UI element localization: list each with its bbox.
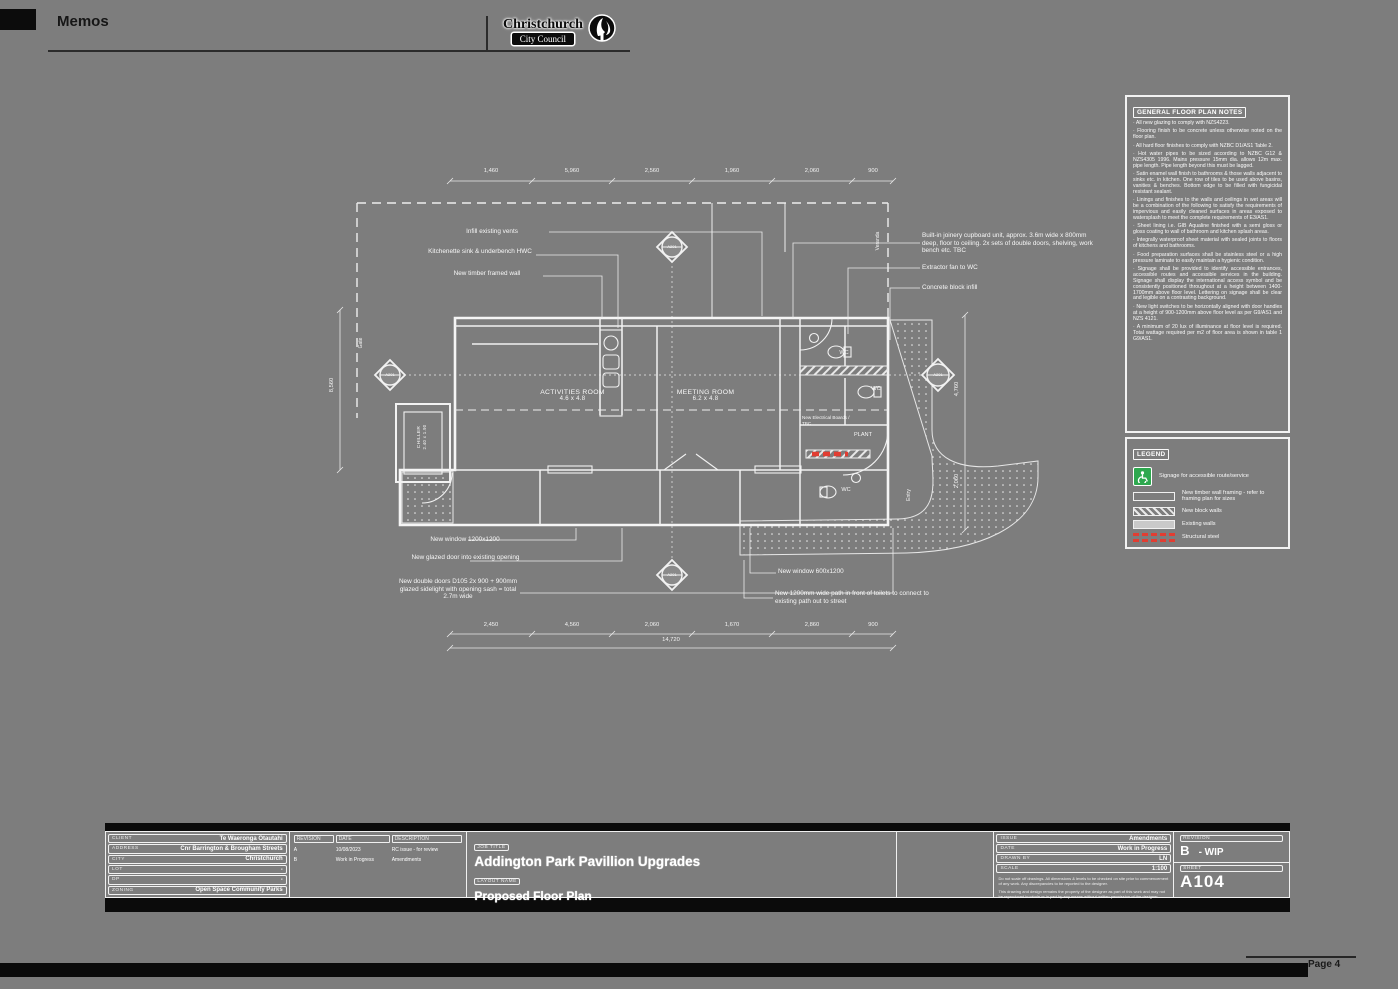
accessible-icon xyxy=(1133,467,1152,486)
title-block-content: CLIENT Te Waeronga Otautahi ADDRESS Cnr … xyxy=(105,831,1290,903)
note-item: Sheet lining i.e. GIB Aqualine finished … xyxy=(1133,223,1282,236)
issue-info-column: ISSUE Amendments DATE Work in Progress D… xyxy=(994,832,1175,899)
field-zoning: ZONING Open Space Community Parks xyxy=(108,885,287,895)
revision-table-header: REVISION DATE DESCRIPTION xyxy=(293,835,463,843)
note-item: All new glazing to comply with NZS4223. xyxy=(1133,120,1282,127)
legend-label: New block walls xyxy=(1182,508,1222,515)
existing-wall-swatch xyxy=(1133,519,1175,529)
canopy-dashed-outline xyxy=(356,202,889,418)
notes-title: GENERAL FLOOR PLAN NOTES xyxy=(1133,107,1247,118)
header-divider xyxy=(486,16,488,52)
footer-black-bar xyxy=(0,963,1308,977)
field-dp: DP - xyxy=(108,875,287,885)
field-drawn-by: DRAWN BY LN xyxy=(996,854,1172,863)
dimension-lines xyxy=(336,177,969,652)
ccc-logo: Christchurch City Council xyxy=(503,12,617,49)
revision-value: B - WIP xyxy=(1180,843,1224,858)
field-scale: SCALE 1:100 xyxy=(996,864,1172,873)
note-item: All hard floor finishes to comply with N… xyxy=(1133,143,1282,150)
note-item: A minimum of 20 lux of illuminance at fl… xyxy=(1133,324,1282,343)
note-item: Flooring finish to be concrete unless ot… xyxy=(1133,128,1282,141)
field-client: CLIENT Te Waeronga Otautahi xyxy=(108,834,287,844)
legend-label: Structural steel xyxy=(1182,534,1220,541)
job-title-column: JOB TITLE Addington Park Pavillion Upgra… xyxy=(467,832,897,903)
ccc-logo-line1: Christchurch xyxy=(503,16,583,32)
field-lot: LOT - xyxy=(108,864,287,875)
title-block: CLIENT Te Waeronga Otautahi ADDRESS Cnr … xyxy=(105,823,1290,913)
field-city: CITY Christchurch xyxy=(108,854,287,864)
block-wall-hatch-upper xyxy=(799,365,889,376)
note-item: Signage shall be provided to identify ac… xyxy=(1133,266,1282,303)
section-marker-left xyxy=(373,358,407,392)
field-date: DATE Work in Progress xyxy=(996,844,1172,853)
stippled-path xyxy=(401,319,1039,556)
section-marker-right xyxy=(920,357,956,393)
section-marker-bottom xyxy=(655,558,689,592)
canopy-posts xyxy=(711,203,786,318)
memo-title: Memos xyxy=(57,13,109,30)
disclaimer-1: Do not scale off drawings. All dimension… xyxy=(998,876,1169,886)
note-item: New light switches to be horizontally al… xyxy=(1133,304,1282,323)
revision-label: REVISION xyxy=(1180,835,1283,842)
title-block-top-bar xyxy=(105,823,1290,831)
note-item: Satin enamel wall finish to bathrooms & … xyxy=(1133,171,1282,196)
block-wall-swatch xyxy=(1133,506,1175,516)
legend-item-accessible: Signage for accessible route/service xyxy=(1133,467,1282,486)
legend-label: Existing walls xyxy=(1182,521,1216,528)
job-title: Addington Park Pavillion Upgrades xyxy=(474,854,701,869)
title-block-spacer-cell xyxy=(897,832,995,897)
legend-panel: LEGEND Signage for accessible route/serv… xyxy=(1125,437,1290,549)
fixtures xyxy=(395,317,889,504)
page-number: Page 4 xyxy=(1308,959,1341,970)
project-info-column: CLIENT Te Waeronga Otautahi ADDRESS Cnr … xyxy=(106,832,290,897)
leader-lines xyxy=(468,231,920,599)
field-address: ADDRESS Cnr Barrington & Brougham Street… xyxy=(108,844,287,854)
general-floor-plan-notes-panel: GENERAL FLOOR PLAN NOTES All new glazing… xyxy=(1125,95,1290,433)
revision-row: A 10/08/2023 RC issue - for review xyxy=(293,847,439,853)
field-issue: ISSUE Amendments xyxy=(996,834,1172,843)
revision-table: REVISION DATE DESCRIPTION A 10/08/2023 R… xyxy=(290,832,468,897)
disclaimer-2: This drawing and design remains the prop… xyxy=(998,889,1166,899)
title-block-bottom-bar xyxy=(105,898,1290,912)
revision-row: B Work in Progress Amendments xyxy=(293,857,422,863)
building-outer-walls xyxy=(398,316,890,527)
footer-rule xyxy=(1246,956,1356,958)
section-marker-top xyxy=(655,230,689,264)
timber-wall-swatch xyxy=(1133,491,1175,501)
note-item: Food preparation surfaces shall be stain… xyxy=(1133,252,1282,265)
sheet-label: SHEET xyxy=(1180,865,1283,872)
legend-item-existing-wall: Existing walls xyxy=(1133,519,1282,529)
note-item: Linings and finishes to the walls and ce… xyxy=(1133,197,1282,222)
header-black-box xyxy=(0,9,36,30)
legend-item-block-wall: New block walls xyxy=(1133,506,1282,516)
note-item: Hot water pipes to be sized according to… xyxy=(1133,151,1282,170)
layout-name-label: LAYOUT NAME xyxy=(474,878,520,885)
layout-name: Proposed Floor Plan xyxy=(474,889,592,903)
section-lines xyxy=(404,261,924,561)
sheet-info-column: REVISION B - WIP SHEET A104 xyxy=(1174,832,1289,897)
legend-label: New timber wall framing - refer to frami… xyxy=(1182,490,1265,503)
legend-item-timber-wall: New timber wall framing - refer to frami… xyxy=(1133,490,1282,503)
structural-steel-swatch xyxy=(1133,532,1175,542)
sheet-number: A104 xyxy=(1180,872,1225,891)
ccc-logo-line2: City Council xyxy=(511,32,575,45)
legend-label: Signage for accessible route/service xyxy=(1159,473,1249,480)
ccc-logo-text: Christchurch City Council xyxy=(503,17,583,45)
sheet-divider xyxy=(1174,862,1289,863)
legend-title: LEGEND xyxy=(1133,449,1170,460)
note-item: Integrally waterproof sheet material wit… xyxy=(1133,237,1282,250)
ccc-tree-icon xyxy=(587,12,617,49)
header-rule xyxy=(48,50,630,52)
legend-item-structural-steel: Structural steel xyxy=(1133,532,1282,542)
job-title-label: JOB TITLE xyxy=(474,844,509,851)
interior-walls xyxy=(455,318,888,525)
